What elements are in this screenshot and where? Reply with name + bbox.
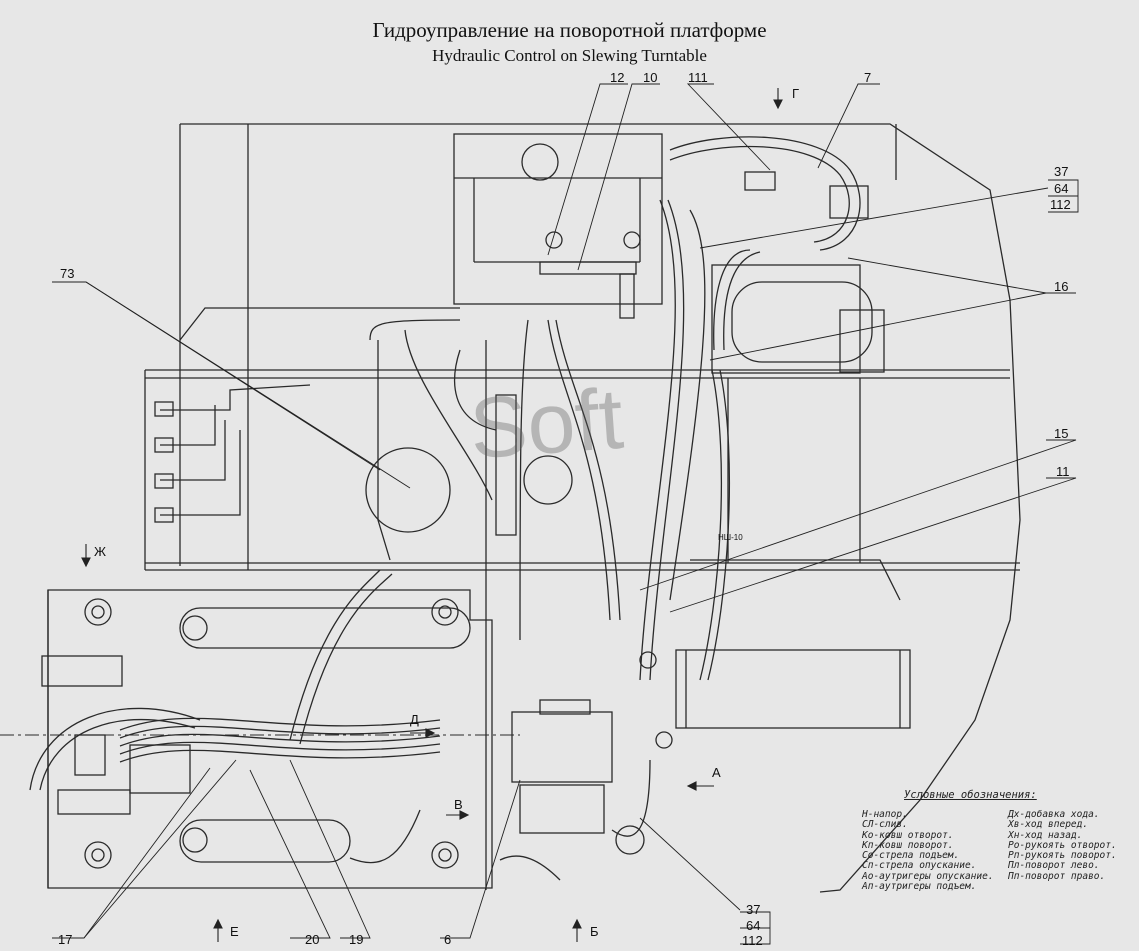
- legend-item: Сп-стрела опускание.: [862, 860, 977, 872]
- callout-7: 7: [864, 70, 872, 85]
- pump-label-nsh: НШ-10: [718, 533, 743, 542]
- callout-15: 15: [1054, 426, 1069, 441]
- legend-item: Со-стрела подъем.: [862, 850, 960, 862]
- cabin-frame: [675, 649, 911, 729]
- view-label-g: Г: [792, 86, 800, 101]
- callout-10: 10: [643, 70, 658, 85]
- legend-column-right: Дх-добавка хода. Хв-ход вперед. Хн-ход н…: [1008, 809, 1117, 882]
- callout-17: 17: [58, 932, 73, 947]
- callout-12: 12: [610, 70, 625, 85]
- cylinder-lower: [179, 819, 351, 863]
- cylinder-upper: [179, 607, 471, 649]
- legend-item: Ко-ковш отворот.: [862, 829, 954, 841]
- view-label-d: Д: [410, 712, 419, 727]
- hydraulic-tank: [453, 133, 663, 305]
- legend-item: СЛ-слив.: [862, 819, 908, 831]
- distribution-manifold: [495, 394, 517, 536]
- callout-112-bottom: 112: [742, 933, 763, 948]
- legend-item: Дх-добавка хода.: [1008, 809, 1100, 820]
- callout-6: 6: [444, 932, 452, 947]
- callout-11: 11: [1056, 464, 1070, 479]
- legend-item: Хн-ход назад.: [1008, 829, 1083, 841]
- view-label-a: А: [712, 765, 721, 780]
- title-english: Hydraulic Control on Slewing Turntable: [432, 46, 707, 65]
- legend-item: Н-напор.: [862, 809, 908, 820]
- legend-item: Рп-рукоять поворот.: [1008, 850, 1117, 862]
- legend-column-left: Н-напор. СЛ-слив. Ко-ковш отворот. Кп-ко…: [862, 809, 994, 893]
- swivel-joint: [365, 447, 451, 533]
- view-label-v: В: [454, 797, 463, 812]
- turntable-outline: [180, 123, 1021, 893]
- legend-item: Пп-поворот право.: [1008, 870, 1106, 882]
- view-label-e: Е: [230, 924, 239, 939]
- callout-112-top: 112: [1050, 197, 1071, 212]
- legend-item: Пл-поворот лево.: [1008, 860, 1100, 872]
- callout-37-top: 37: [1054, 164, 1069, 179]
- watermark: Soft: [466, 370, 627, 478]
- pump-housing: [711, 264, 861, 374]
- callout-73: 73: [60, 266, 75, 281]
- callout-111: 111: [688, 70, 708, 85]
- legend-item: Ап-аутригеры подъем.: [862, 881, 977, 893]
- view-label-zh: Ж: [94, 544, 107, 559]
- callout-20: 20: [305, 932, 320, 947]
- callout-64-bottom: 64: [746, 918, 761, 933]
- legend-item: Кп-ковш поворот.: [862, 839, 954, 851]
- legend-item: Ао-аутригеры опускание.: [862, 870, 994, 882]
- joystick-console: [41, 655, 123, 687]
- tank-filler-cap: [521, 143, 559, 181]
- legend-item: Хв-ход вперед.: [1008, 819, 1089, 831]
- callout-19: 19: [349, 932, 364, 947]
- callout-37-bottom: 37: [746, 902, 761, 917]
- control-valve-block: [511, 711, 613, 783]
- legend-title: Условные обозначения:: [904, 789, 1037, 801]
- legend-item: Ро-рукоять отворот.: [1008, 839, 1117, 851]
- title-russian: Гидроуправление на поворотной платформе: [372, 18, 767, 42]
- callout-16: 16: [1054, 279, 1069, 294]
- callout-64-top: 64: [1054, 181, 1069, 196]
- view-label-b: Б: [590, 924, 599, 939]
- pedal-block: [129, 744, 191, 794]
